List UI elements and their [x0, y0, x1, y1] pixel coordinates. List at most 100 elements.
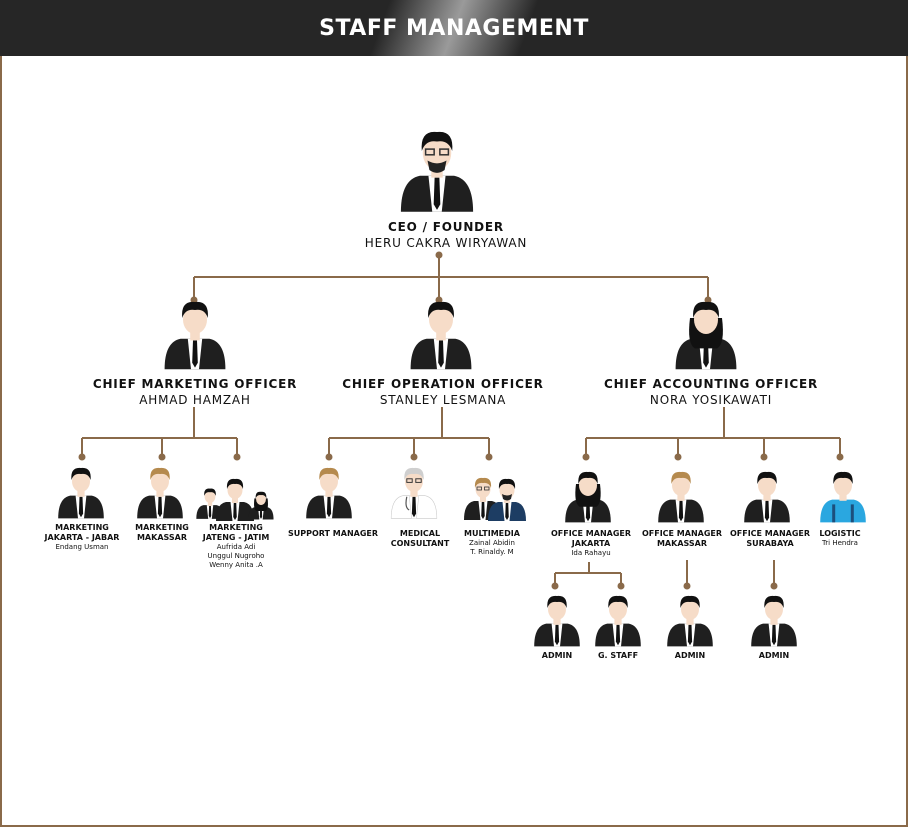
- avatar-tie: [208, 505, 212, 519]
- chief-operation-node: CHIEF OPERATION OFFICER STANLEY LESMANA: [327, 377, 559, 407]
- chief-marketing-node: CHIEF MARKETING OFFICER AHMAD HAMZAH: [80, 377, 310, 407]
- office-jakarta-avatar-icon: [565, 471, 611, 523]
- marketing-jateng-name-3: Wenny Anita .A: [209, 561, 263, 569]
- avatar-face: [834, 474, 852, 496]
- marketing-jakarta-title2: JAKARTA - JABAR: [44, 533, 120, 542]
- marketing-makassar-title2: MAKASSAR: [136, 533, 188, 542]
- admin-jakarta-node: ADMIN: [527, 651, 587, 661]
- avatar-face: [758, 474, 776, 496]
- connector-dot: [435, 296, 443, 304]
- avatar-tie: [78, 496, 84, 518]
- avatar-glasses-right: [484, 486, 490, 491]
- connector-dots: [78, 251, 844, 590]
- admin-jakarta-avatar-icon: [534, 595, 580, 647]
- connector-dot: [683, 582, 691, 590]
- marketing-jateng-name-2: Unggul Nugroho: [207, 552, 265, 560]
- marketing-makassar-avatar-icon: [137, 467, 183, 519]
- avatar-face: [405, 470, 423, 492]
- avatar-tie: [157, 496, 163, 518]
- marketing-jateng-title2: JATENG - JATIM: [202, 533, 270, 542]
- avatar-hair: [608, 595, 628, 608]
- avatar-hair: [680, 595, 700, 608]
- avatar-neck: [190, 330, 200, 341]
- avatar-hair: [498, 478, 516, 489]
- avatar-hair: [255, 491, 267, 499]
- gstaff-jakarta-avatar-icon: [595, 595, 641, 647]
- page-header: STAFF MANAGEMENT: [0, 0, 908, 56]
- multimedia-node: MULTIMEDIA Zainal Abidin T. Rinaldy. M: [452, 529, 532, 557]
- avatar-hair: [578, 471, 598, 484]
- avatar-neck: [686, 617, 694, 625]
- avatar-glasses-left: [476, 486, 482, 491]
- connector-dot: [551, 582, 559, 590]
- multimedia-title: MULTIMEDIA: [464, 529, 520, 538]
- avatar-stethoscope: [405, 496, 410, 511]
- avatar-hair: [404, 467, 424, 480]
- avatar-neck: [325, 489, 333, 497]
- chief-marketing-name: AHMAD HAMZAH: [139, 393, 251, 407]
- chief-accounting-name: NORA YOSIKAWATI: [649, 393, 773, 407]
- marketing-makassar-title1: MARKETING: [135, 523, 189, 532]
- avatar-tie: [687, 624, 693, 646]
- support-manager-avatar-icon: [306, 467, 352, 519]
- avatar-neck: [232, 497, 238, 503]
- avatar-tie: [615, 624, 621, 646]
- avatar-neck: [677, 493, 685, 501]
- ceo-title: CEO / FOUNDER: [388, 220, 504, 234]
- avatar-hair: [693, 301, 719, 318]
- avatar-beard: [427, 160, 447, 173]
- connector-dot: [190, 296, 198, 304]
- avatar-tie: [438, 340, 444, 368]
- marketing-jateng-node: MARKETING JATENG - JATIM Aufrida Adi Ung…: [191, 523, 281, 570]
- avatar-tie: [192, 340, 198, 368]
- avatar-face: [151, 470, 169, 492]
- marketing-makassar-node: MARKETING MAKASSAR: [126, 523, 198, 543]
- avatar-tie: [481, 502, 485, 519]
- avatar-hair: [833, 471, 853, 484]
- chief-accounting-node: CHIEF ACCOUNTING OFFICER NORA YOSIKAWATI: [591, 377, 831, 407]
- chief-marketing-avatar-icon: [164, 301, 226, 370]
- gstaff-jakarta-node: G. STAFF: [588, 651, 648, 661]
- avatar-hair: [71, 467, 91, 480]
- multimedia-name-2: T. Rinaldy. M: [470, 548, 514, 556]
- office-makassar-title1: OFFICE MANAGER: [641, 529, 723, 538]
- marketing-jateng-avatar-icon-3: [248, 491, 274, 520]
- multimedia-avatar-icon-2: [488, 478, 526, 521]
- avatar-neck: [480, 496, 486, 502]
- avatar-face: [204, 490, 216, 503]
- avatar-face: [422, 135, 452, 170]
- chief-accounting-title: CHIEF ACCOUNTING OFFICER: [603, 377, 818, 391]
- connector-dot: [325, 453, 333, 461]
- avatar-hair: [421, 131, 453, 151]
- ceo-name: HERU CAKRA WIRYAWAN: [364, 236, 528, 250]
- avatar-face: [548, 598, 566, 620]
- logistic-title: LOGISTIC: [819, 529, 861, 538]
- avatar-neck: [156, 489, 164, 497]
- medical-consultant-title1: MEDICAL: [399, 529, 441, 538]
- logistic-avatar-icon: [820, 471, 866, 523]
- office-makassar-title2: MAKASSAR: [656, 539, 708, 548]
- admin-surabaya-avatar-icon: [751, 595, 797, 647]
- gstaff-jakarta-title: G. STAFF: [597, 651, 639, 660]
- marketing-jateng-avatar-icon-2: [216, 478, 254, 521]
- connector-dot: [770, 582, 778, 590]
- avatar-neck: [763, 493, 771, 501]
- avatar-face: [681, 598, 699, 620]
- avatar-face: [765, 598, 783, 620]
- office-surabaya-title2: SURABAYA: [746, 539, 794, 548]
- avatar-face: [475, 480, 491, 498]
- avatar-face: [183, 305, 207, 334]
- avatar-tie: [233, 503, 237, 520]
- avatar-hair: [226, 478, 244, 489]
- medical-consultant-title2: CONSULTANT: [390, 539, 450, 548]
- avatar-neck: [839, 493, 847, 501]
- avatar-face: [320, 470, 338, 492]
- medical-consultant-node: MEDICAL CONSULTANT: [380, 529, 460, 549]
- marketing-jakarta-avatar-icon: [58, 467, 104, 519]
- connector-dot: [158, 453, 166, 461]
- multimedia-name-1: Zainal Abidin: [469, 539, 515, 547]
- connector-dot: [582, 453, 590, 461]
- avatar-tie: [554, 624, 560, 646]
